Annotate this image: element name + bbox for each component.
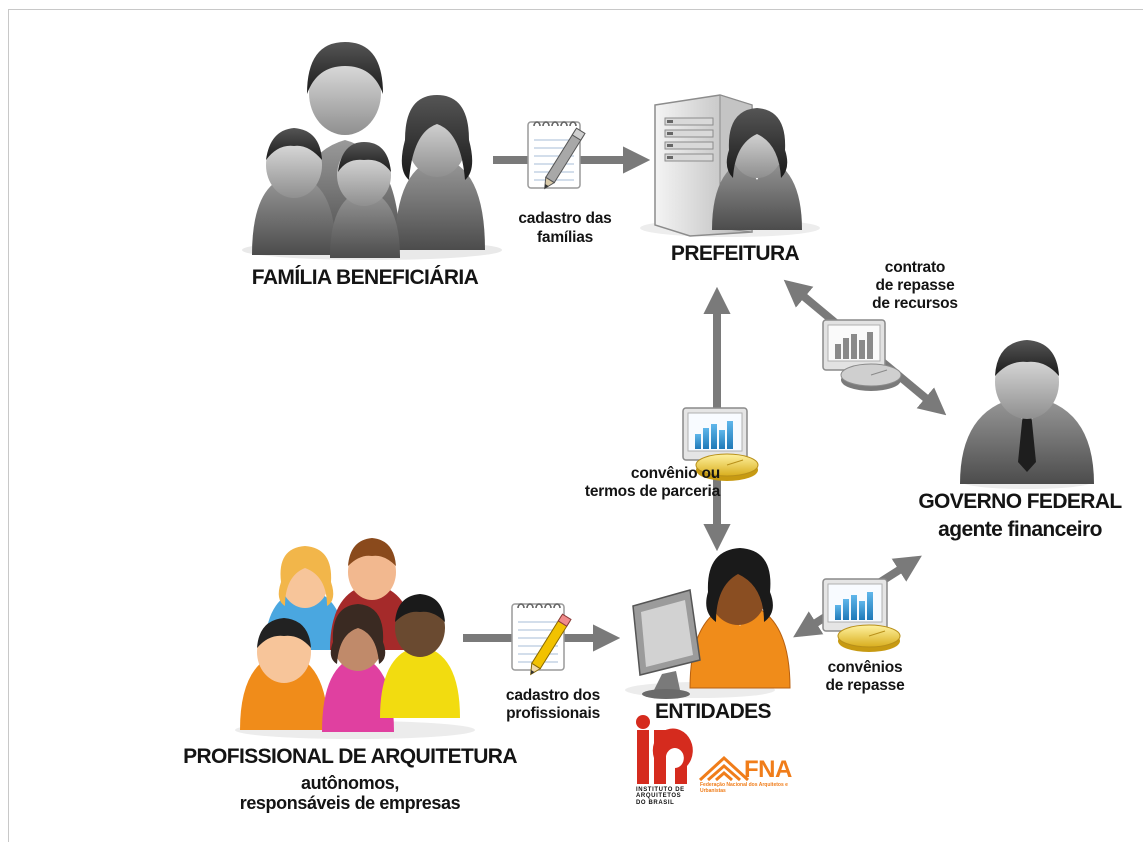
governo-sub-label: agente financeiro bbox=[938, 518, 1102, 541]
iab-logo-line-1: INSTITUTO DE bbox=[636, 787, 685, 793]
computer-monitor-icon bbox=[632, 589, 701, 699]
edge-label-convenios-2: de repasse bbox=[825, 677, 905, 694]
iab-logo-line-3: DO BRASIL bbox=[636, 799, 675, 806]
edge-label-convenios-1: convênios bbox=[827, 659, 903, 676]
edge-label-convenio-1: convênio ou bbox=[630, 465, 720, 482]
slide-frame bbox=[8, 9, 1143, 842]
edge-label-cadastro-familias-1: cadastro das bbox=[518, 210, 612, 227]
fna-logo-text: FNA bbox=[744, 756, 792, 783]
family-group-icon bbox=[242, 42, 502, 260]
edge-label-contrato-1: contrato bbox=[884, 259, 946, 276]
familia-label: FAMÍLIA BENEFICIÁRIA bbox=[251, 266, 479, 289]
edge-label-cadastro-prof-1: cadastro dos bbox=[505, 687, 600, 704]
governo-label: GOVERNO FEDERAL bbox=[918, 490, 1122, 513]
professionals-group-icon bbox=[235, 538, 475, 739]
edge-label-contrato-2: de repasse bbox=[875, 277, 955, 294]
iab-logo-line-2: ARQUITETOS bbox=[636, 793, 682, 800]
notepad-pencil-icon-2 bbox=[511, 603, 572, 676]
governo-person-icon bbox=[960, 340, 1094, 489]
profissional-sub-label-1: autônomos, bbox=[301, 773, 399, 793]
edge-label-cadastro-familias-2: famílias bbox=[536, 229, 594, 246]
prefeitura-person-icon bbox=[712, 108, 802, 230]
iab-logo bbox=[636, 715, 693, 784]
chart-monitor-coin-icon bbox=[682, 407, 759, 481]
entidades-label: ENTIDADES bbox=[655, 700, 772, 723]
edge-label-convenio-2: termos de parceria bbox=[584, 483, 720, 500]
prefeitura-label: PREFEITURA bbox=[670, 242, 800, 265]
edge-label-cadastro-prof-2: profissionais bbox=[506, 705, 600, 722]
fna-logo-subtitle: Federação Nacional dos Arquitetos e Urba… bbox=[700, 782, 788, 794]
profissional-sub-label-2: responsáveis de empresas bbox=[239, 793, 461, 813]
edge-label-contrato-3: de recursos bbox=[872, 295, 958, 312]
chart-monitor-coin-icon-gray bbox=[822, 319, 902, 391]
profissional-label: PROFISSIONAL DE ARQUITETURA bbox=[183, 745, 517, 768]
chart-monitor-coin-icon-2 bbox=[822, 578, 901, 652]
iab-logo-text: INSTITUTO DE ARQUITETOS DO BRASIL bbox=[636, 787, 696, 806]
fna-logo bbox=[698, 755, 750, 782]
notepad-pencil-icon bbox=[527, 121, 586, 190]
